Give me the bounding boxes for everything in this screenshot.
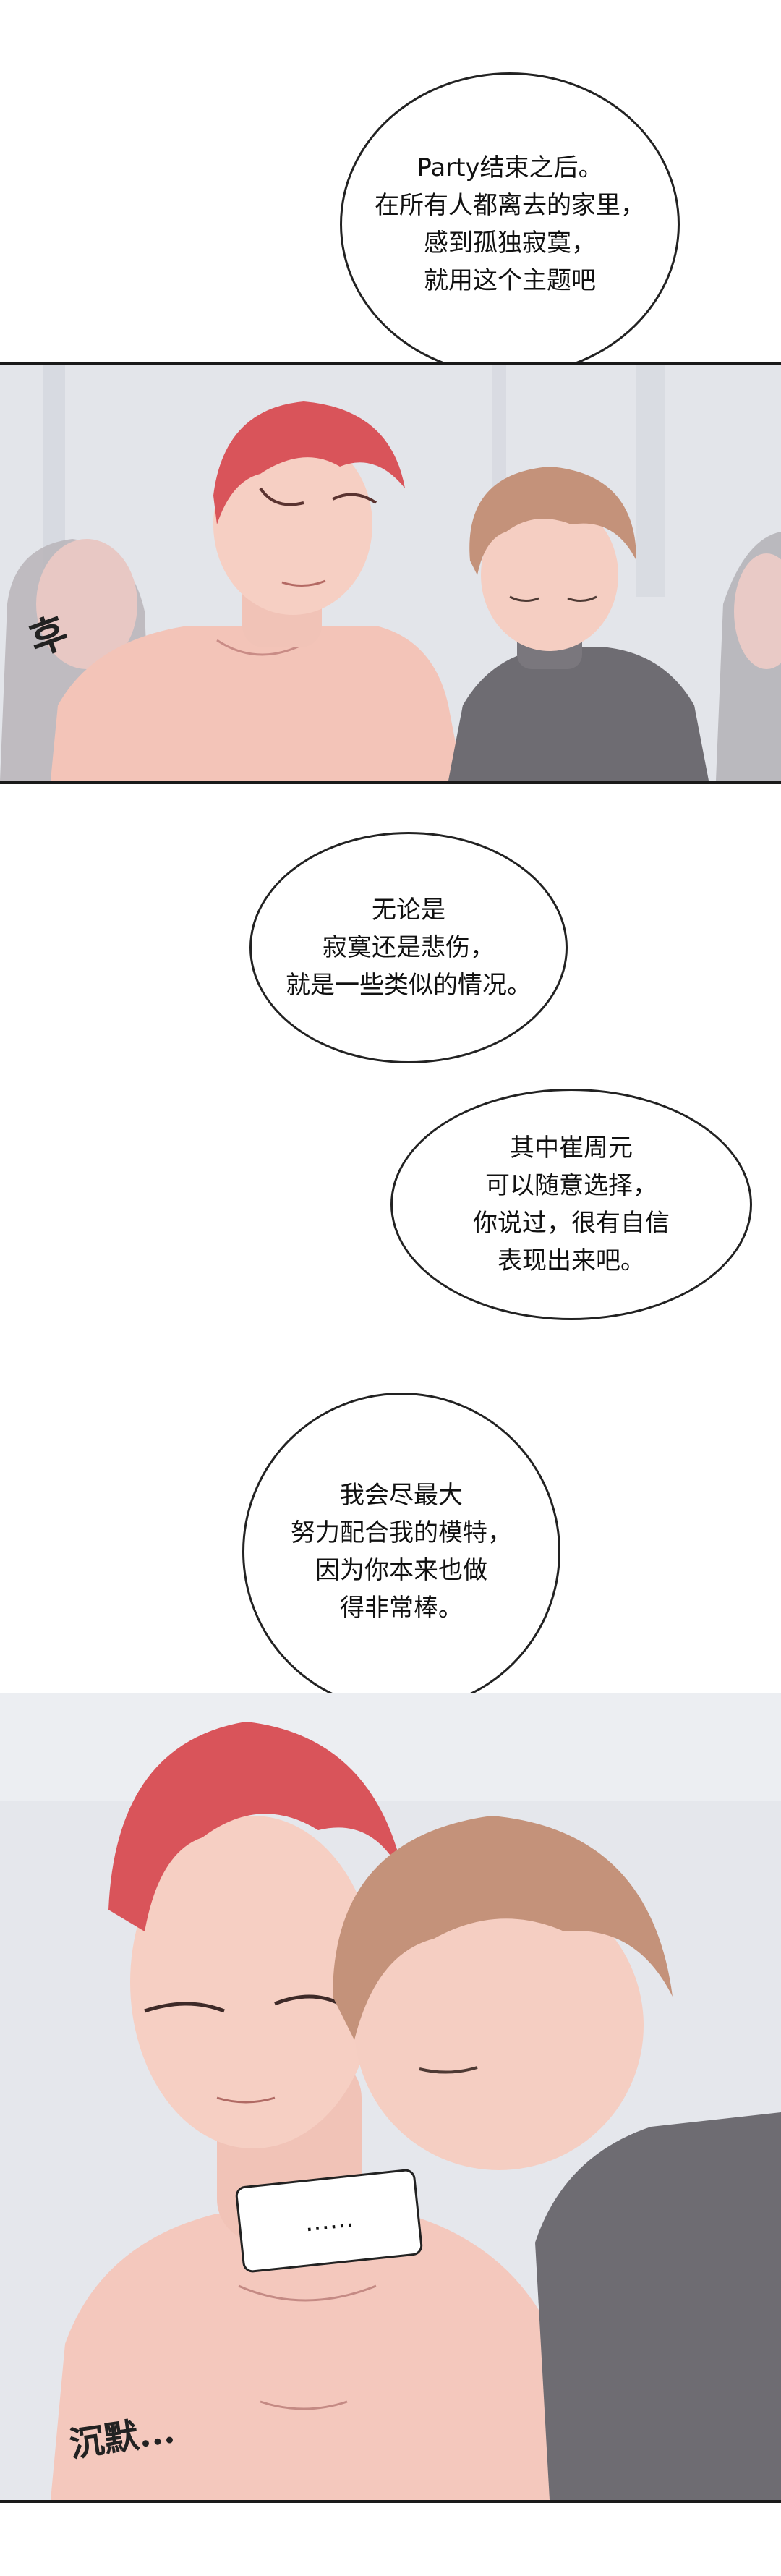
- speech-text-3: 其中崔周元 可以随意选择， 你说过，很有自信 表现出来吧。: [473, 1134, 670, 1275]
- speech-bubble-1: Party结束之后。 在所有人都离去的家里， 感到孤独寂寞， 就用这个主题吧: [340, 72, 680, 376]
- panel-2-artwork: [0, 1693, 781, 2500]
- speech-bubble-2: 无论是 寂寞还是悲伤， 就是一些类似的情况。: [249, 832, 568, 1063]
- comic-panel-1: 후: [0, 362, 781, 784]
- comic-panel-2: …… 沉默...: [0, 1693, 781, 2503]
- speech-bubble-4: 我会尽最大 努力配合我的模特， 因为你本来也做 得非常棒。: [242, 1393, 560, 1711]
- speech-text-2: 无论是 寂寞还是悲伤， 就是一些类似的情况。: [286, 896, 532, 1000]
- speech-text-4: 我会尽最大 努力配合我的模特， 因为你本来也做 得非常棒。: [291, 1481, 512, 1623]
- speech-bubble-3: 其中崔周元 可以随意选择， 你说过，很有自信 表现出来吧。: [390, 1089, 752, 1320]
- panel-1-artwork: [0, 365, 781, 781]
- speech-text-1: Party结束之后。 在所有人都离去的家里， 感到孤独寂寞， 就用这个主题吧: [375, 153, 645, 295]
- speech-text-5: ……: [303, 2203, 355, 2238]
